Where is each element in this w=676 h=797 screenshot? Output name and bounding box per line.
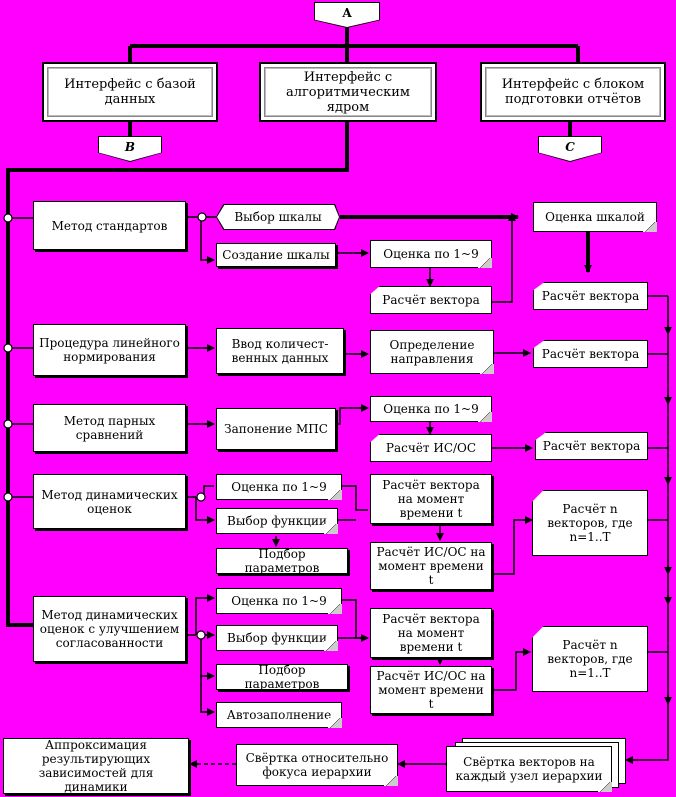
scale-create-label: Создание шкалы [222, 248, 330, 262]
scale-create: Создание шкалы [216, 243, 336, 267]
vector-calc-right-2: Расчёт вектора [533, 340, 648, 368]
method-linear: Процедура линейного нормирования [33, 324, 186, 376]
is-os-pairwise-label: Расчёт ИС/ОС [385, 441, 477, 455]
param-fit-dynamic-label: Подбор параметров [244, 547, 320, 575]
vector-time-dynamic-label: Расчёт вектора на момент времени t [382, 478, 480, 520]
method-pairwise-label: Метод парных сравнений [63, 414, 156, 442]
func-select-dynamic: Выбор функции [216, 508, 338, 534]
method-dynamic-label: Метод динамических оценок [41, 487, 178, 516]
n-vectors-dynamic: Расчёт n векторов, где n=1..T [532, 490, 648, 556]
method-standards: Метод стандартов [33, 201, 186, 250]
scale-select-label: Выбор шкалы [234, 210, 322, 224]
direction-label: Определение направления [389, 338, 475, 366]
fold-nodes: Свёртка векторов на каждый узел иерархии [446, 746, 612, 792]
mps-fill: Запонение МПС [216, 408, 336, 450]
connector-c-label: C [565, 140, 575, 154]
connector-b-label: B [124, 140, 136, 154]
rating-1-9-standards: Оценка по 1~9 [370, 240, 492, 268]
quant-input-label: Ввод количест-венных данных [231, 337, 329, 365]
rating-1-9-dynamic: Оценка по 1~9 [216, 474, 342, 500]
method-dynamic-improved: Метод динамических оценок с улучшением с… [33, 596, 186, 662]
rating-1-9-improved: Оценка по 1~9 [216, 588, 342, 614]
interface-core: Интерфейс с алгоритмическим ядром [259, 62, 437, 122]
interface-reports-label: Интерфейс с блоком подготовки отчётов [501, 77, 645, 107]
mps-fill-label: Запонение МПС [224, 422, 328, 436]
scale-rating: Оценка шкалой [533, 202, 657, 232]
n-vectors-improved: Расчёт n векторов, где n=1..T [532, 626, 648, 692]
func-select-dynamic-label: Выбор функции [227, 514, 327, 528]
direction: Определение направления [370, 330, 494, 374]
method-standards-label: Метод стандартов [51, 218, 168, 233]
is-os-time-dynamic-label: Расчёт ИС/ОС на момент времени t [376, 545, 486, 587]
vector-calc-standards-label: Расчёт вектора [382, 293, 480, 307]
rating-1-9-dynamic-label: Оценка по 1~9 [231, 480, 327, 494]
param-fit-improved: Подбор параметров [216, 663, 348, 691]
scale-rating-label: Оценка шкалой [545, 210, 645, 224]
vector-calc-right-2-label: Расчёт вектора [541, 347, 640, 361]
fold-focus: Свёртка относительно фокуса иерархии [236, 744, 398, 786]
quant-input: Ввод количест-венных данных [216, 328, 344, 374]
vector-calc-right-3-label: Расчёт вектора [542, 439, 641, 453]
interface-database: Интерфейс с базой данных [42, 62, 218, 122]
autofill-label: Автозаполнение [226, 708, 332, 722]
method-dynamic-improved-label: Метод динамических оценок с улучшением с… [39, 608, 180, 650]
method-dynamic: Метод динамических оценок [33, 474, 186, 529]
func-select-improved: Выбор функции [216, 625, 338, 651]
param-fit-improved-label: Подбор параметров [244, 663, 320, 691]
vector-time-improved: Расчёт вектора на момент времени t [370, 608, 492, 658]
rating-1-9-pairwise: Оценка по 1~9 [370, 396, 492, 422]
rating-1-9-improved-label: Оценка по 1~9 [231, 594, 327, 608]
vector-time-improved-label: Расчёт вектора на момент времени t [382, 612, 480, 654]
param-fit-dynamic: Подбор параметров [216, 547, 348, 575]
approx: Аппроксимация результирующих зависимосте… [3, 738, 189, 794]
fold-nodes-label: Свёртка векторов на каждый узел иерархии [455, 755, 603, 783]
rating-1-9-pairwise-label: Оценка по 1~9 [383, 402, 479, 416]
is-os-time-improved: Расчёт ИС/ОС на момент времени t [370, 666, 492, 714]
is-os-time-improved-label: Расчёт ИС/ОС на момент времени t [376, 669, 486, 711]
method-pairwise: Метод парных сравнений [33, 404, 186, 452]
vector-calc-right-1-label: Расчёт вектора [541, 289, 640, 303]
autofill: Автозаполнение [216, 702, 342, 728]
func-select-improved-label: Выбор функции [227, 631, 327, 645]
scale-select: Выбор шкалы [217, 205, 339, 229]
interface-core-label: Интерфейс с алгоритмическим ядром [285, 69, 411, 115]
rating-1-9-standards-label: Оценка по 1~9 [383, 247, 479, 261]
connector-a-label: A [342, 6, 352, 20]
is-os-time-dynamic: Расчёт ИС/ОС на момент времени t [370, 542, 492, 590]
is-os-pairwise: Расчёт ИС/ОС [370, 434, 492, 462]
interface-database-label: Интерфейс с базой данных [64, 77, 196, 107]
vector-time-dynamic: Расчёт вектора на момент времени t [370, 474, 492, 524]
n-vectors-improved-label: Расчёт n векторов, где n=1..T [547, 638, 633, 680]
fold-focus-label: Свёртка относительно фокуса иерархии [245, 751, 389, 779]
approx-label: Аппроксимация результирующих зависимосте… [38, 738, 154, 794]
interface-reports: Интерфейс с блоком подготовки отчётов [480, 62, 666, 122]
vector-calc-standards: Расчёт вектора [370, 286, 492, 314]
method-linear-label: Процедура линейного нормирования [39, 336, 180, 364]
vector-calc-right-3: Расчёт вектора [535, 432, 648, 460]
vector-calc-right-1: Расчёт вектора [533, 282, 648, 310]
n-vectors-dynamic-label: Расчёт n векторов, где n=1..T [547, 502, 633, 544]
